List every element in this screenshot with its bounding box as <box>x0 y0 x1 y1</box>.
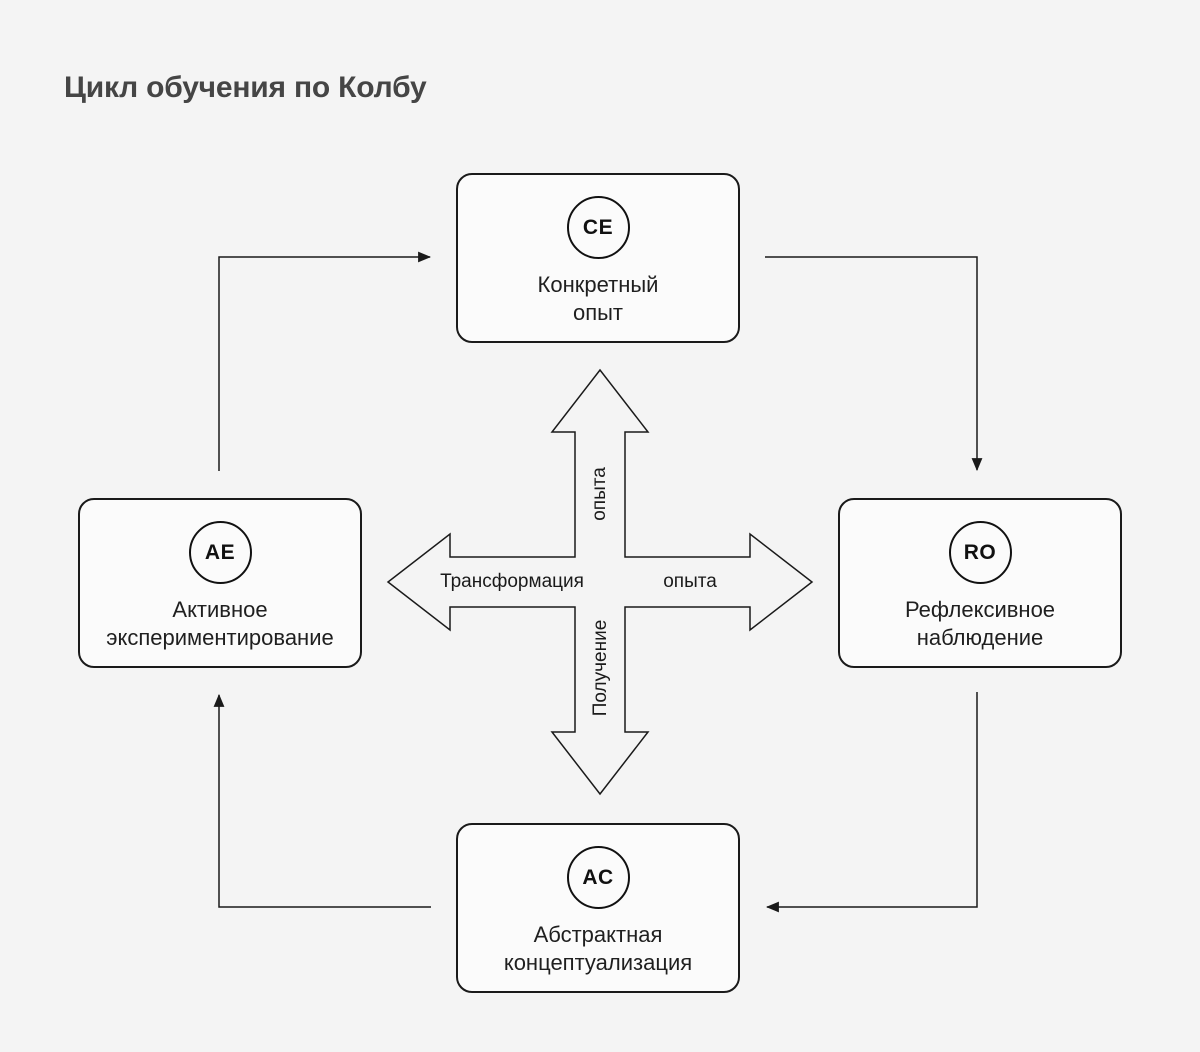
node-code: AE <box>204 540 236 564</box>
connector-arrow-ce-to-ro <box>765 256 983 472</box>
node-code-circle: RO <box>948 521 1012 584</box>
node-label: Активное экспериментирование <box>106 597 334 650</box>
node-label: Рефлексивное наблюдение <box>904 597 1056 650</box>
node-abstract-conceptualization: AC Абстрактная концептуализация <box>456 823 740 993</box>
node-label: Абстрактная концептуализация <box>503 922 693 975</box>
page-title: Цикл обучения по Колбу <box>64 71 427 104</box>
four-way-cross-arrow-icon <box>386 368 814 796</box>
axis-label-vertical-bottom: Получение <box>590 619 611 717</box>
node-active-experimentation: AE Активное экспериментирование <box>78 498 362 668</box>
connector-arrow-ac-to-ae <box>213 693 431 908</box>
axis-label-horizontal-right: опыта <box>663 571 717 592</box>
connector-arrow-ae-to-ce <box>218 251 432 471</box>
node-code: CE <box>582 215 614 239</box>
node-code: RO <box>963 540 997 564</box>
node-code-circle: AE <box>188 521 252 584</box>
node-code-circle: CE <box>566 196 630 259</box>
node-label: Конкретный опыт <box>537 272 659 325</box>
axis-label-horizontal-left: Трансформация <box>440 571 584 592</box>
axis-label-vertical-top: опыта <box>589 467 610 521</box>
node-code: AC <box>582 865 614 889</box>
node-reflective-observation: RO Рефлексивное наблюдение <box>838 498 1122 668</box>
node-code-circle: AC <box>566 846 630 909</box>
node-concrete-experience: CE Конкретный опыт <box>456 173 740 343</box>
connector-arrow-ro-to-ac <box>765 692 978 913</box>
